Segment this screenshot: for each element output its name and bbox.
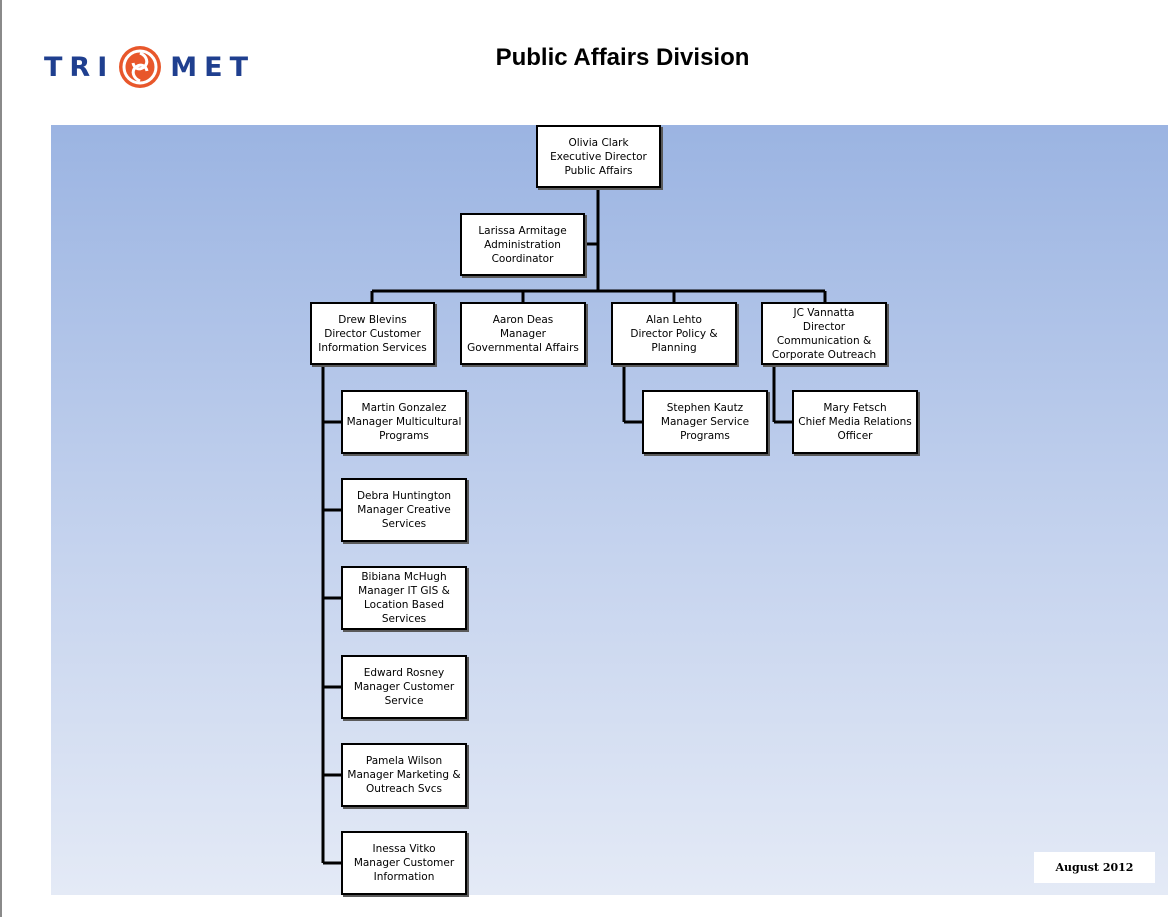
org-box-label: Aaron Deas Manager Governmental Affairs — [467, 313, 579, 354]
org-box-manager: Stephen Kautz Manager Service Programs — [642, 390, 768, 454]
org-box-label: Larissa Armitage Administration Coordina… — [478, 224, 567, 265]
org-box-director: Alan Lehto Director Policy & Planning — [611, 302, 737, 365]
org-box-manager: Pamela Wilson Manager Marketing & Outrea… — [341, 743, 467, 807]
trimet-logo: TRI MET — [44, 44, 255, 90]
org-box-assistant: Larissa Armitage Administration Coordina… — [460, 213, 585, 276]
org-box-label: Bibiana McHugh Manager IT GIS & Location… — [358, 571, 450, 625]
org-box-label: Drew Blevins Director Customer Informati… — [318, 313, 427, 354]
date-label: August 2012 — [1055, 861, 1134, 874]
trimet-swirl-icon — [119, 46, 162, 88]
page-title: Public Affairs Division — [495, 44, 750, 71]
org-box-director: Aaron Deas Manager Governmental Affairs — [460, 302, 586, 365]
org-box-manager: Martin Gonzalez Manager Multicultural Pr… — [341, 390, 467, 454]
org-box-label: Martin Gonzalez Manager Multicultural Pr… — [346, 402, 462, 442]
org-chart-panel — [51, 125, 1168, 895]
org-box-manager: Bibiana McHugh Manager IT GIS & Location… — [341, 566, 467, 630]
org-box-manager: Mary Fetsch Chief Media Relations Office… — [792, 390, 918, 454]
org-box-manager: Debra Huntington Manager Creative Servic… — [341, 478, 467, 542]
date-stamp: August 2012 — [1034, 852, 1155, 883]
org-box-manager: Edward Rosney Manager Customer Service — [341, 655, 467, 719]
org-box-label: Edward Rosney Manager Customer Service — [353, 667, 455, 707]
org-box-label: Alan Lehto Director Policy & Planning — [630, 313, 718, 354]
org-box-label: Mary Fetsch Chief Media Relations Office… — [798, 402, 912, 442]
logo-text-right: MET — [170, 51, 255, 83]
org-box-label: Inessa Vitko Manager Customer Informatio… — [353, 843, 455, 883]
org-box-label: Stephen Kautz Manager Service Programs — [660, 402, 750, 442]
logo-text-left: TRI — [44, 51, 115, 83]
org-box-label: JC Vannatta Director Communication & Cor… — [771, 306, 877, 361]
page-left-border — [0, 0, 2, 917]
org-box-label: Debra Huntington Manager Creative Servic… — [356, 490, 452, 530]
org-box-manager: Inessa Vitko Manager Customer Informatio… — [341, 831, 467, 895]
org-box-director: Drew Blevins Director Customer Informati… — [310, 302, 435, 365]
org-box-label: Olivia Clark Executive Director Public A… — [550, 136, 647, 177]
org-box-director: JC Vannatta Director Communication & Cor… — [761, 302, 887, 365]
org-box-executive: Olivia Clark Executive Director Public A… — [536, 125, 661, 188]
org-box-label: Pamela Wilson Manager Marketing & Outrea… — [347, 755, 461, 795]
